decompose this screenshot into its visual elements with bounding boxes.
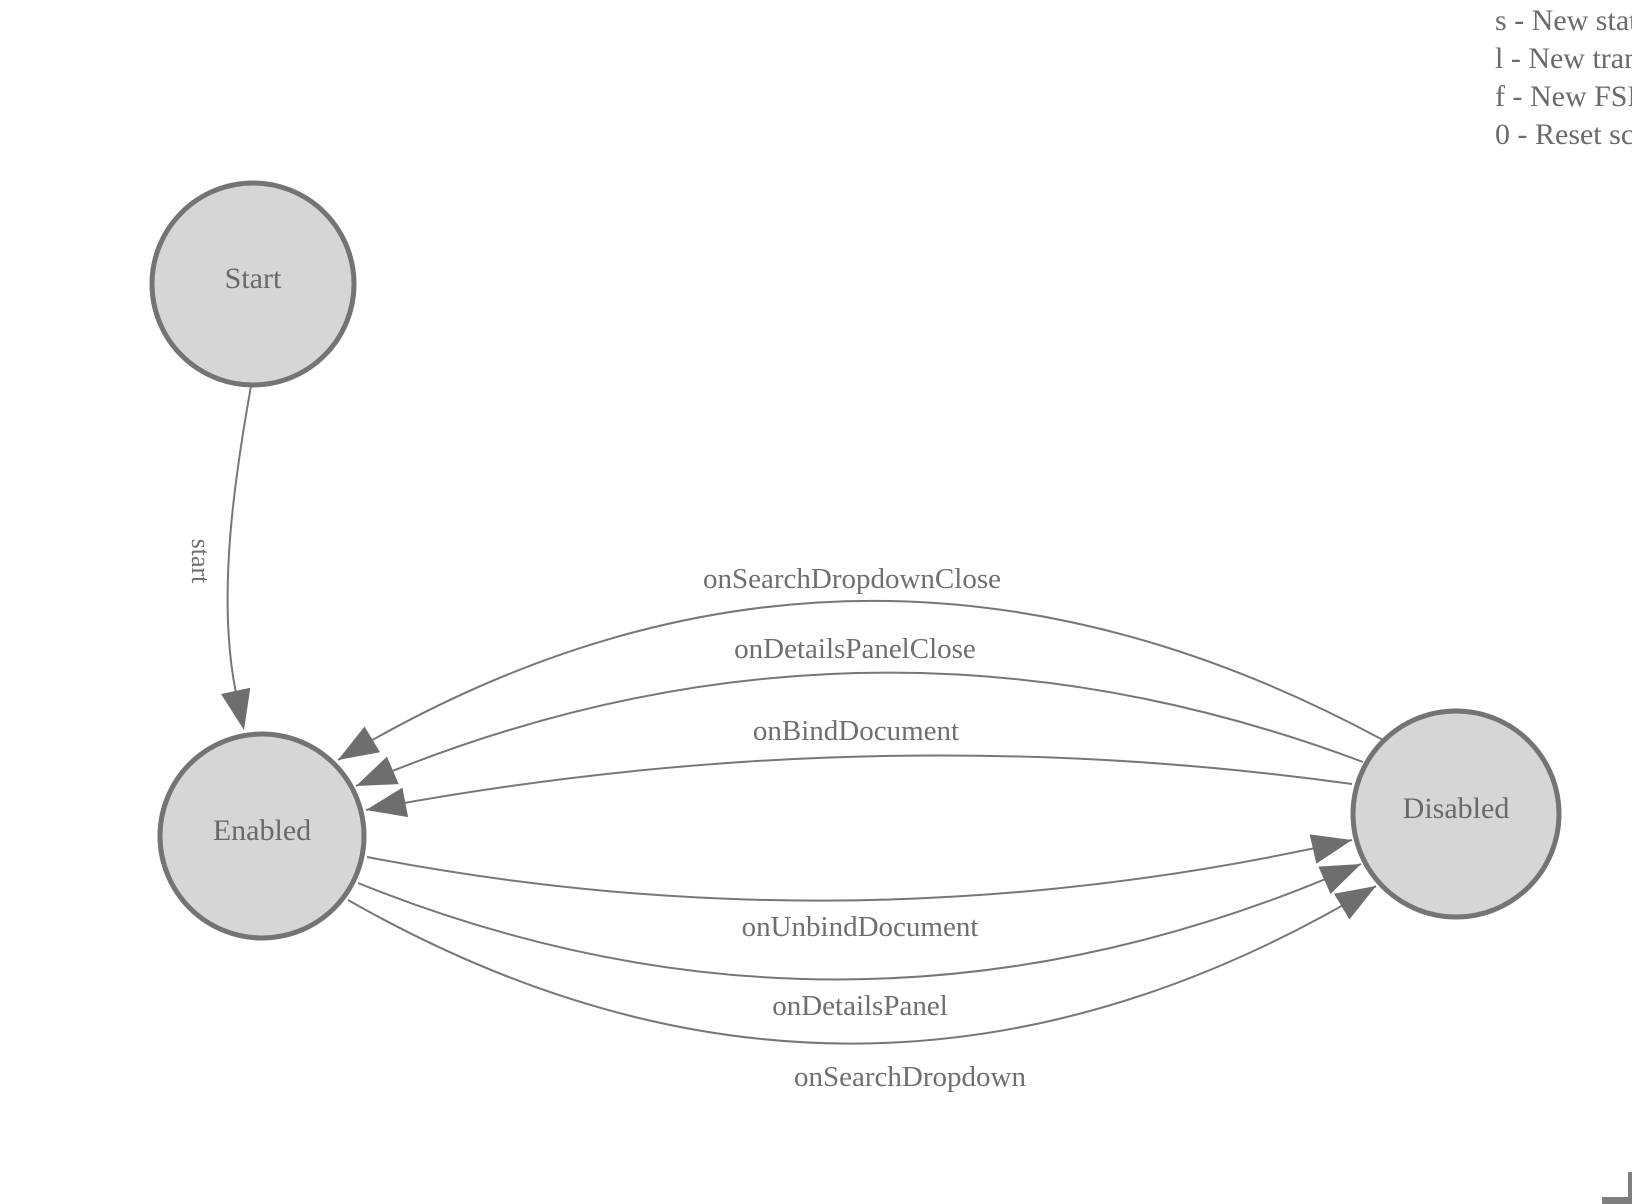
transition-edge-onDetailsPanelClose[interactable]	[355, 671, 1364, 787]
edges-group	[221, 385, 1384, 1045]
arrowhead-icon	[356, 756, 399, 786]
legend-item: 0 - Reset scale	[1495, 118, 1632, 151]
state-circle-disabled[interactable]	[1350, 708, 1562, 920]
shortcut-legend: s - New state l - New transition f - New…	[1495, 2, 1632, 154]
edge-label-onSearchDropdown[interactable]: onSearchDropdown	[794, 1061, 1026, 1093]
state-node-enabled[interactable]: Enabled	[157, 731, 367, 941]
edge-label-start[interactable]: start	[186, 539, 215, 585]
arrowhead-icon	[221, 687, 251, 730]
arrowhead-icon	[1318, 864, 1361, 894]
legend-item: s - New state	[1495, 4, 1632, 37]
edge-label-onDetailsPanelClose[interactable]: onDetailsPanelClose	[734, 633, 976, 665]
edge-label-onBindDocument[interactable]: onBindDocument	[753, 715, 959, 747]
arrowhead-icon	[338, 726, 381, 760]
legend-item: l - New transition	[1495, 42, 1632, 75]
state-label-start: Start	[225, 262, 282, 295]
edge-label-onSearchDropdownClose[interactable]: onSearchDropdownClose	[703, 563, 1001, 595]
arrowhead-icon	[1309, 834, 1352, 864]
arrowhead-icon	[366, 787, 409, 818]
transition-edge-onUnbindDocument[interactable]	[366, 839, 1353, 902]
transition-edge-start[interactable]	[226, 385, 252, 694]
edge-label-onUnbindDocument[interactable]: onUnbindDocument	[742, 911, 979, 943]
frame-corner-vertical	[1628, 1172, 1632, 1204]
edge-labels-group: start onSearchDropdownClose onDetailsPan…	[186, 539, 1026, 1093]
state-label-disabled: Disabled	[1403, 792, 1510, 825]
transition-edge-onDetailsPanel[interactable]	[357, 863, 1362, 981]
edge-label-onDetailsPanel[interactable]: onDetailsPanel	[772, 990, 948, 1022]
legend-item: f - New FSM	[1495, 80, 1632, 113]
state-node-start[interactable]: Start	[149, 180, 357, 388]
frame-corner-horizontal	[1602, 1197, 1632, 1204]
transition-edge-onBindDocument[interactable]	[365, 754, 1353, 811]
state-circle-start[interactable]	[149, 180, 357, 388]
state-label-enabled: Enabled	[213, 814, 311, 847]
transition-edge-onSearchDropdownClose[interactable]	[337, 599, 1384, 761]
state-node-disabled[interactable]: Disabled	[1350, 708, 1562, 920]
transition-edge-onSearchDropdown[interactable]	[347, 885, 1377, 1045]
state-circle-enabled[interactable]	[157, 731, 367, 941]
arrowhead-icon	[1333, 886, 1376, 920]
